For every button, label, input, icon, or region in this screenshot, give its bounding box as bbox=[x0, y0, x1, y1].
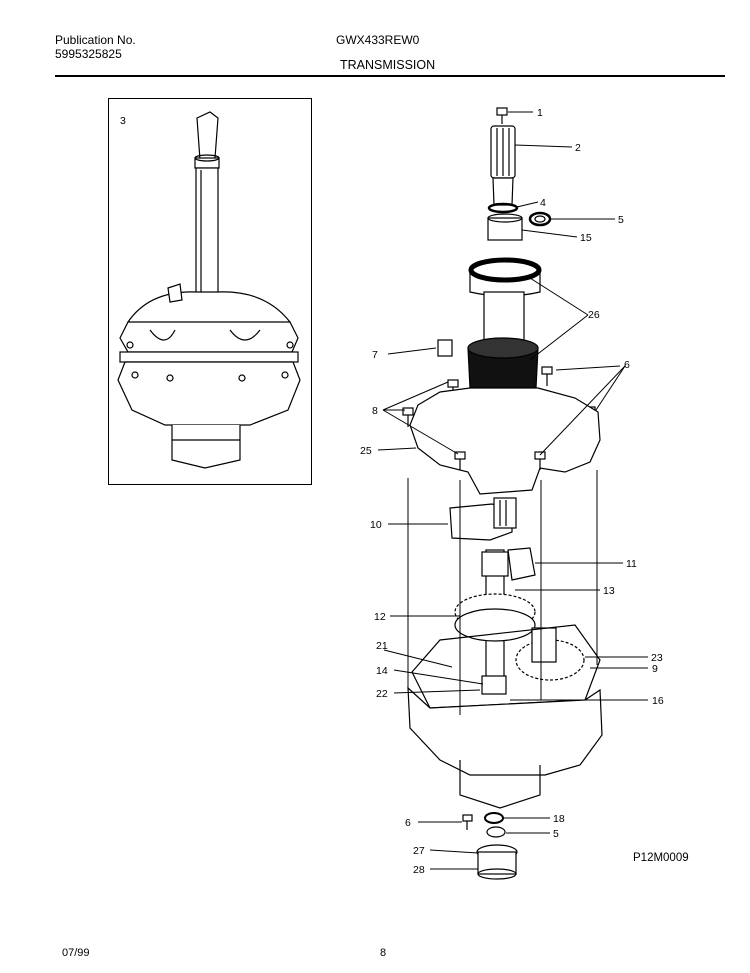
model-number: GWX433REW0 bbox=[336, 33, 420, 47]
callout-26: 26 bbox=[588, 309, 600, 321]
section-title: TRANSMISSION bbox=[340, 58, 436, 72]
callout-3: 3 bbox=[120, 115, 126, 127]
header-rule bbox=[55, 75, 725, 77]
inset-frame bbox=[108, 98, 312, 485]
callout-11: 11 bbox=[626, 558, 637, 570]
diagram-id: P12M0009 bbox=[633, 852, 689, 864]
callout-27: 27 bbox=[413, 845, 425, 857]
footer-date: 07/99 bbox=[62, 947, 90, 959]
callout-25: 25 bbox=[360, 445, 372, 457]
callout-12: 12 bbox=[374, 611, 386, 623]
callout-18: 18 bbox=[553, 813, 565, 825]
publication-label: Publication No. bbox=[55, 33, 136, 47]
callout-6-upper: 6 bbox=[624, 359, 630, 371]
callout-21: 21 bbox=[376, 640, 388, 652]
callout-22: 22 bbox=[376, 688, 388, 700]
callout-7: 7 bbox=[372, 349, 378, 361]
publication-number: 5995325825 bbox=[55, 47, 122, 61]
page-number: 8 bbox=[380, 947, 387, 959]
inset-assembly-drawing bbox=[117, 111, 301, 469]
callout-4: 4 bbox=[540, 197, 546, 209]
callout-5-lower: 5 bbox=[553, 828, 559, 840]
callout-13: 13 bbox=[603, 585, 615, 597]
callout-8: 8 bbox=[372, 405, 378, 417]
main-exploded-drawing bbox=[402, 107, 603, 880]
callout-28: 28 bbox=[413, 864, 425, 876]
callout-14: 14 bbox=[376, 665, 388, 677]
callout-5-upper: 5 bbox=[618, 214, 624, 226]
callout-9: 9 bbox=[652, 663, 658, 675]
callout-15: 15 bbox=[580, 232, 592, 244]
callout-6-lower: 6 bbox=[405, 817, 411, 829]
callout-23: 23 bbox=[651, 652, 663, 664]
callout-1: 1 bbox=[537, 107, 543, 119]
callout-16: 16 bbox=[652, 695, 664, 707]
leader-lines bbox=[377, 111, 648, 870]
callout-10: 10 bbox=[370, 519, 382, 531]
callout-2: 2 bbox=[575, 142, 581, 154]
